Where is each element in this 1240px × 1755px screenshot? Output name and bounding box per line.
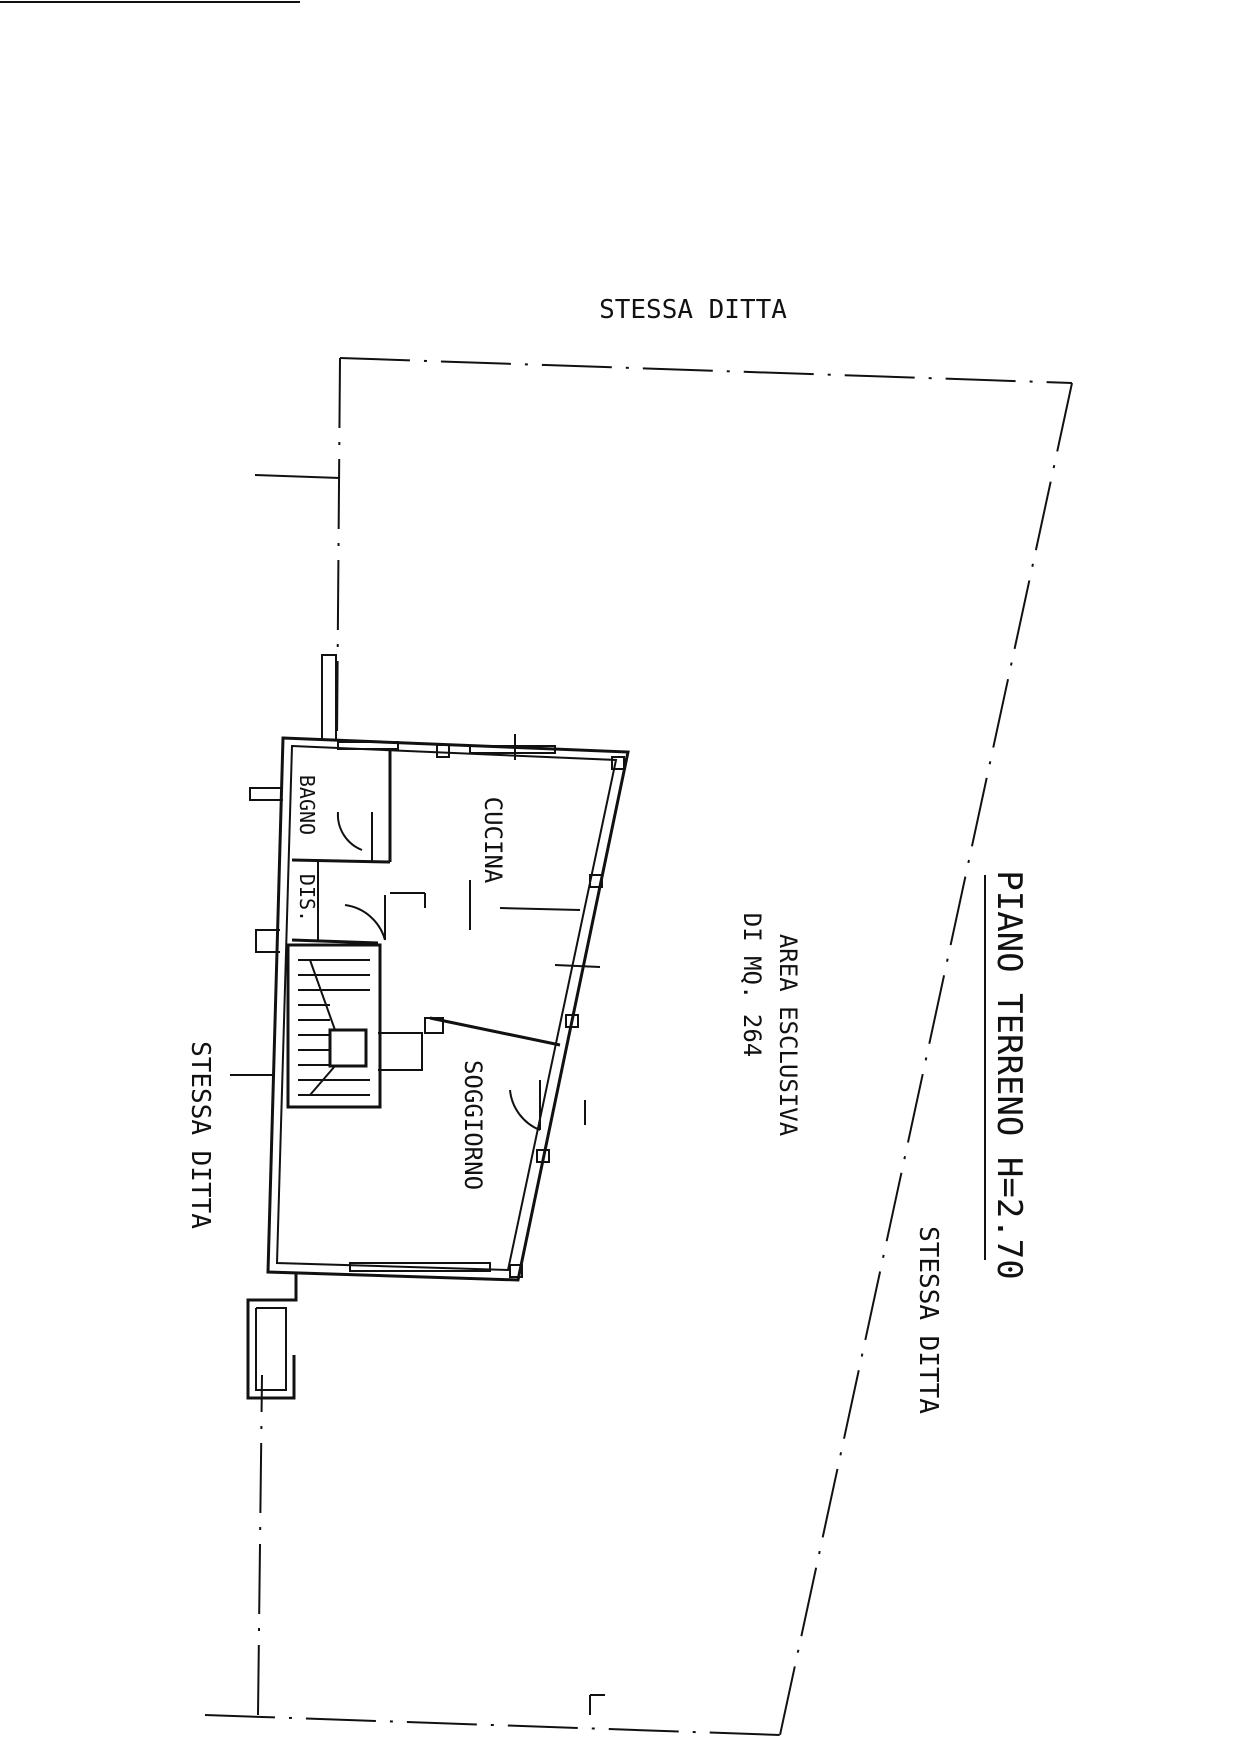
- building-walls: [230, 654, 630, 1400]
- area-label-line2: DI MQ. 264: [738, 913, 766, 1058]
- room-label-bagno: BAGNO: [295, 775, 319, 835]
- room-label-dis: DIS.: [295, 874, 319, 922]
- floor-title: PIANO TERRENO H=2.70: [989, 870, 1029, 1279]
- neighbor-label-right: STESSA DITTA: [913, 1226, 943, 1414]
- area-label-line1: AREA ESCLUSIVA: [774, 934, 802, 1137]
- interior-partitions: [286, 734, 625, 1278]
- property-boundary: [204, 357, 1073, 1736]
- room-label-soggiorno: SOGGIORNO: [459, 1060, 487, 1190]
- neighbor-label-left: STESSA DITTA: [185, 1041, 215, 1229]
- room-label-cucina: CUCINA: [479, 797, 507, 884]
- neighbor-label-top: STESSA DITTA: [599, 295, 787, 325]
